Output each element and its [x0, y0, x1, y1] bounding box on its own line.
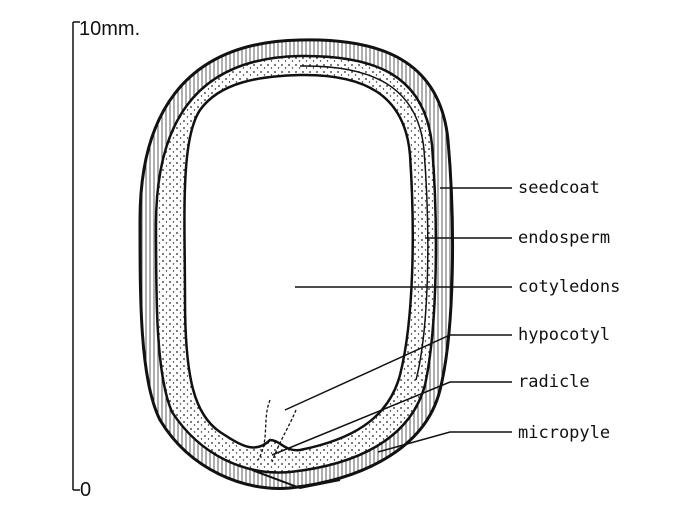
scale-bar: 10mm. 0: [72, 18, 140, 501]
scale-bottom-label: 0: [80, 479, 91, 501]
label-micropyle: micropyle: [518, 423, 610, 443]
scale-top-label: 10mm.: [79, 18, 140, 40]
label-endosperm: endosperm: [518, 228, 610, 248]
label-seedcoat: seedcoat: [518, 178, 600, 198]
label-radicle: radicle: [518, 372, 590, 392]
label-hypocotyl: hypocotyl: [518, 325, 610, 345]
label-cotyledons: cotyledons: [518, 277, 620, 297]
leader-lines: [271, 187, 512, 456]
cotyledons: [183, 73, 414, 452]
